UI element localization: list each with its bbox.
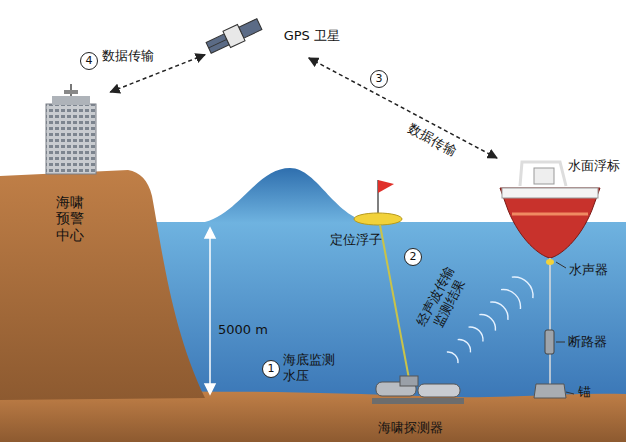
process-label: 海底监测 水压 [283,352,339,383]
node-label: 海啸 预警 中心 [55,194,85,244]
callout-number: 1 [262,360,280,378]
part-label: 断路器 [568,334,607,350]
surface-buoy [500,162,600,258]
positioning-float [354,180,410,384]
edge-label: 数据传输 [102,48,154,64]
detector-node: 海啸探测器 [350,372,470,436]
tsunami-wave [196,168,374,223]
tsunami-detector [372,376,464,404]
callout-number: 4 [80,52,98,70]
node-label: 水面浮标 [568,158,620,174]
node-label: GPS 卫星 [284,28,340,44]
dimension-label: 5000 m [218,322,268,338]
coast-cliff [0,170,205,400]
warning-center-node: 海啸 预警 中心 [28,92,112,244]
buoy-node: 水面浮标 [497,150,624,262]
node-label: 海啸探测器 [378,420,443,436]
part-label: 水声器 [569,262,608,278]
callout-number: 2 [404,248,422,266]
part-label: 定位浮子 [330,232,382,248]
mooring-line [534,258,574,398]
callout-number: 3 [370,70,388,88]
satellite-node: GPS 卫星 [205,14,340,58]
gps-satellite [205,16,263,56]
depth-arrow [205,228,215,394]
data-link-arrow [309,58,497,158]
part-label: 锚 [578,384,591,400]
warning-building [46,84,96,174]
edge-label: 数据传输 [405,121,458,159]
